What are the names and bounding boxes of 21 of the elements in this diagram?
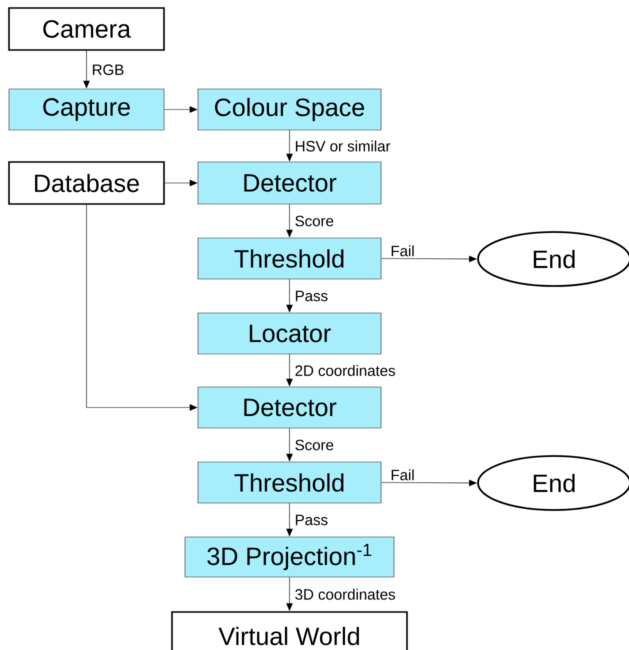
input-output-box: Camera <box>8 7 165 51</box>
process-box: Detector <box>198 162 382 204</box>
edge-label: Fail <box>390 468 416 482</box>
edge-label: 3D coordinates <box>294 588 397 601</box>
edge-label: Fail <box>390 244 416 258</box>
process-box: Locator <box>198 312 382 354</box>
edge-label: Pass <box>294 290 330 302</box>
input-output-box: Database <box>8 161 165 205</box>
process-box: Detector <box>198 386 382 428</box>
process-box: 3D Projection$^{-1}$ <box>184 536 394 578</box>
edge-label: RGB <box>90 63 126 76</box>
edge-label: Score <box>294 214 335 228</box>
process-box: Colour Space <box>198 88 382 130</box>
edge-label: Score <box>294 438 335 452</box>
process-box: Threshold <box>198 462 382 504</box>
process-box: Threshold <box>198 238 382 280</box>
process-box: Capture <box>8 88 164 130</box>
input-output-box: Virtual World <box>171 611 408 650</box>
edge-label: 2D coordinates <box>294 364 397 377</box>
edge-label: Pass <box>294 514 330 526</box>
edge-label: HSV or similar <box>294 140 392 152</box>
